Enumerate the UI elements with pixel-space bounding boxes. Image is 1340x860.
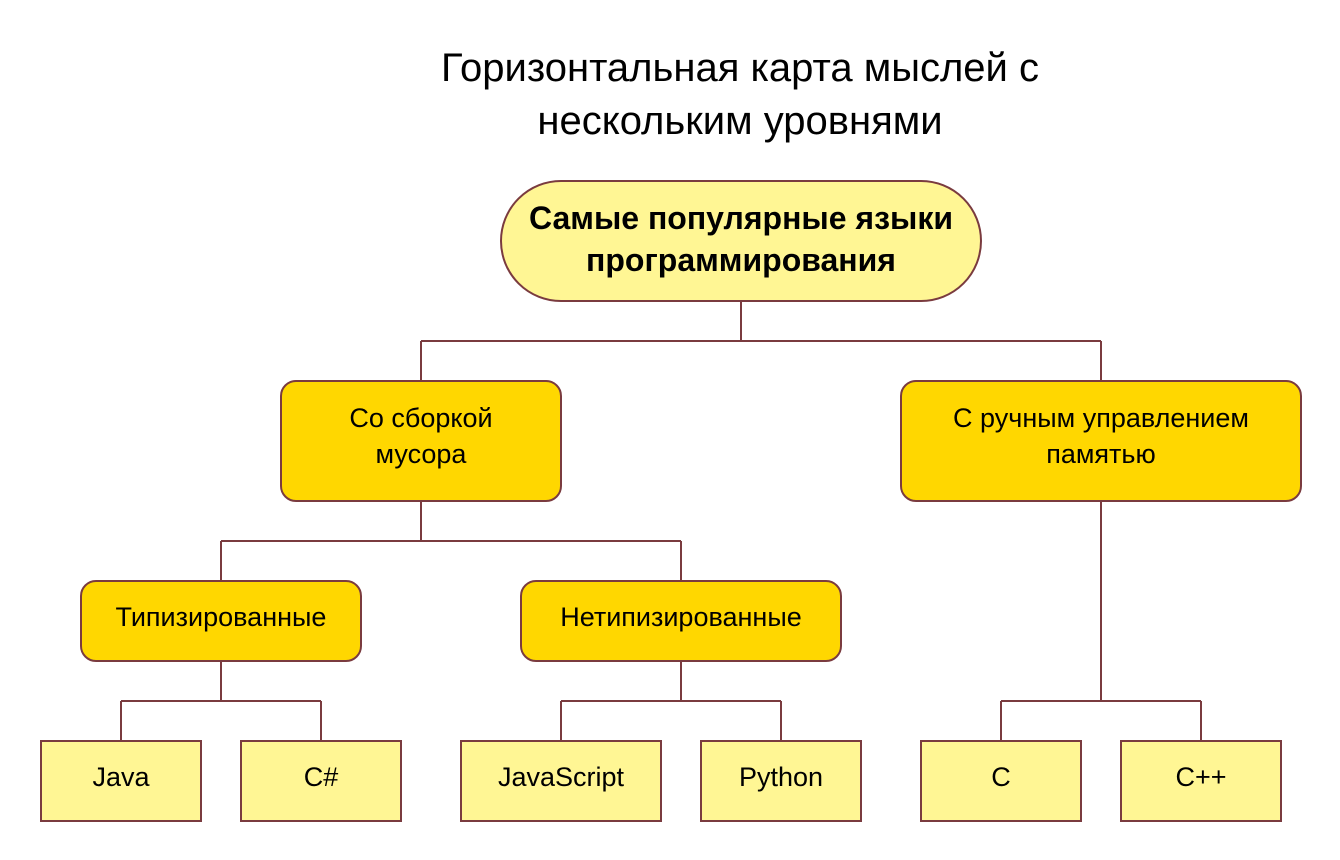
category-node-label: С ручным управлением памятью [953, 403, 1249, 469]
language-node-c: C [920, 740, 1082, 822]
root-node-label: Самые популярные языки программирования [528, 200, 954, 278]
connector-untyped-to-languages [560, 661, 782, 741]
subcategory-node-label: Нетипизированные [560, 602, 802, 632]
language-node-label: JavaScript [497, 762, 625, 792]
connector-typed-to-languages [120, 661, 322, 741]
category-node-manual-memory: С ручным управлением памятью [900, 380, 1302, 502]
category-node-label: Со сборкой мусора [349, 403, 493, 469]
connector-gc-to-subcategories [220, 501, 682, 581]
language-node-javascript: JavaScript [460, 740, 662, 822]
connector-root-to-categories [420, 301, 1102, 381]
language-node-label: C++ [1175, 762, 1227, 792]
language-node-java: Java [40, 740, 202, 822]
connector-manual-to-languages [1000, 501, 1202, 741]
subcategory-node-typed: Типизированные [80, 580, 362, 662]
language-node-label: C# [303, 762, 339, 792]
language-node-label: Python [738, 762, 824, 792]
language-node-label: C [991, 762, 1011, 792]
language-node-python: Python [700, 740, 862, 822]
root-node: Самые популярные языки программирования [500, 180, 982, 302]
subcategory-node-label: Типизированные [115, 602, 327, 632]
language-node-cpp: C++ [1120, 740, 1282, 822]
subcategory-node-untyped: Нетипизированные [520, 580, 842, 662]
category-node-garbage-collected: Со сборкой мусора [280, 380, 562, 502]
language-node-csharp: C# [240, 740, 402, 822]
diagram-title: Горизонтальная карта мыслей с нескольким… [441, 46, 1039, 143]
language-node-label: Java [92, 762, 150, 792]
